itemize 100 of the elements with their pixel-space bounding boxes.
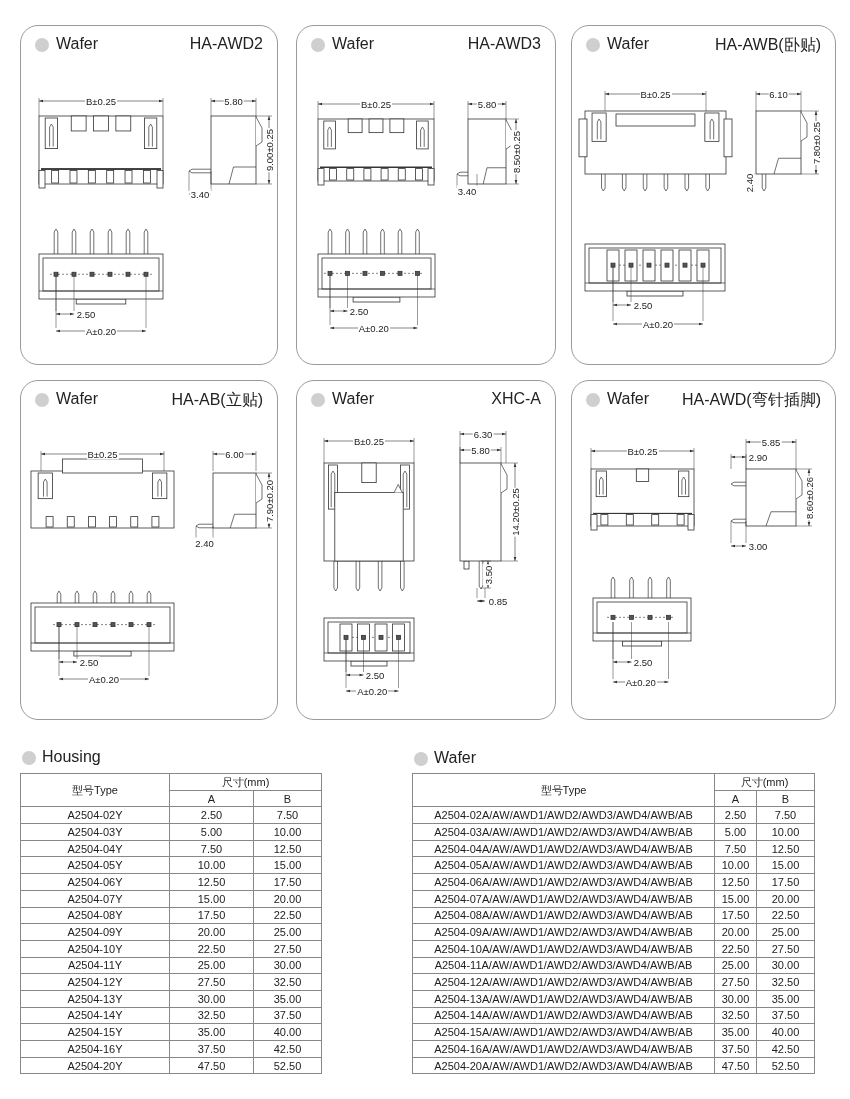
dimension-value: 40.00 (253, 1023, 322, 1041)
dimension-value: 10.00 (253, 823, 322, 841)
dimension-value: 42.50 (253, 1040, 322, 1058)
column-header: B (756, 790, 815, 807)
column-header: 尺寸(mm) (169, 773, 322, 791)
column-header: A (169, 790, 254, 807)
dimension-value: 20.00 (253, 890, 322, 907)
dimension-value: 25.00 (714, 957, 757, 974)
dimension-value: 27.50 (756, 940, 815, 958)
dimension-value: 12.50 (253, 840, 322, 857)
dimension-value: 37.50 (714, 1040, 757, 1058)
series-label: Wafer (607, 390, 650, 408)
dimension-value: 7.50 (253, 806, 322, 824)
dimension-value: 25.00 (756, 923, 815, 941)
dimension-value: 20.00 (169, 923, 254, 941)
model-number: A2504-15Y (20, 1023, 170, 1041)
model-number: A2504-06Y (20, 873, 170, 891)
model-number: A2504-03Y (20, 823, 170, 841)
dimension-value: 20.00 (756, 890, 815, 907)
dimension-value: 42.50 (756, 1040, 815, 1058)
dimension-value: 30.00 (756, 957, 815, 974)
model-number: A2504-05Y (20, 856, 170, 874)
model-number: A2504-14Y (20, 1007, 170, 1024)
dimension-value: 22.50 (756, 907, 815, 924)
model-number: A2504-12Y (20, 973, 170, 991)
series-label: Wafer (56, 35, 99, 53)
drawing-panel (20, 380, 278, 720)
dimension-value: 20.00 (714, 923, 757, 941)
model-number: A2504-07Y (20, 890, 170, 907)
dimension-value: 5.00 (169, 823, 254, 841)
dimension-value: 35.00 (756, 990, 815, 1008)
dimension-value: 52.50 (756, 1057, 815, 1074)
drawing-panel (296, 25, 556, 365)
dimension-value: 10.00 (714, 856, 757, 874)
dimension-value: 35.00 (253, 990, 322, 1008)
section-heading: Housing (42, 748, 101, 766)
dimension-value: 12.50 (714, 873, 757, 891)
model-name: HA-AWD3 (467, 35, 541, 53)
dimension-value: 17.50 (714, 907, 757, 924)
model-name: HA-AWD(弯针插脚) (682, 390, 821, 410)
dimension-label: 2.40 (194, 537, 215, 549)
column-header: B (253, 790, 322, 807)
dimension-value: 27.50 (253, 940, 322, 958)
model-number: A2504-15A/AW/AWD1/AWD2/AWD3/AWD4/AWB/AB (412, 1023, 715, 1041)
model-number: A2504-09A/AW/AWD1/AWD2/AWD3/AWD4/AWB/AB (412, 923, 715, 941)
dimension-value: 47.50 (714, 1057, 757, 1074)
dimension-value: 10.00 (756, 823, 815, 841)
dimension-value: 17.50 (756, 873, 815, 891)
dimension-label: 2.40 (743, 172, 755, 193)
column-header: A (714, 790, 757, 807)
dimension-value: 32.50 (169, 1007, 254, 1024)
dimension-value: 7.50 (169, 840, 254, 857)
dimension-value: 30.00 (714, 990, 757, 1008)
dimension-value: 17.50 (253, 873, 322, 891)
model-number: A2504-20Y (20, 1057, 170, 1074)
series-label: Wafer (332, 35, 375, 53)
model-name: XHC-A (491, 390, 541, 408)
model-number: A2504-08A/AW/AWD1/AWD2/AWD3/AWD4/AWB/AB (412, 907, 715, 924)
dimension-value: 12.50 (756, 840, 815, 857)
model-number: A2504-02Y (20, 806, 170, 824)
column-header: 型号Type (412, 773, 715, 807)
drawing-panel (296, 380, 556, 720)
dimension-value: 47.50 (169, 1057, 254, 1074)
dimension-value: 30.00 (253, 957, 322, 974)
dimension-value: 12.50 (169, 873, 254, 891)
dimension-value: 32.50 (253, 973, 322, 991)
section-heading: Wafer (434, 749, 477, 767)
drawing-panel (571, 25, 836, 365)
model-name: HA-AWD2 (189, 35, 263, 53)
dimension-value: 40.00 (756, 1023, 815, 1041)
dimension-value: 32.50 (756, 973, 815, 991)
model-number: A2504-20A/AW/AWD1/AWD2/AWD3/AWD4/AWB/AB (412, 1057, 715, 1074)
dimension-label: 3.50 (482, 564, 494, 585)
model-number: A2504-14A/AW/AWD1/AWD2/AWD3/AWD4/AWB/AB (412, 1007, 715, 1024)
dimension-value: 32.50 (714, 1007, 757, 1024)
model-number: A2504-13Y (20, 990, 170, 1008)
dimension-value: 37.50 (169, 1040, 254, 1058)
dimension-value: 22.50 (169, 940, 254, 958)
model-number: A2504-16A/AW/AWD1/AWD2/AWD3/AWD4/AWB/AB (412, 1040, 715, 1058)
dimension-value: 30.00 (169, 990, 254, 1008)
dimension-value: 2.50 (169, 806, 254, 824)
series-label: Wafer (607, 35, 650, 53)
model-number: A2504-11Y (20, 957, 170, 974)
model-number: A2504-02A/AW/AWD1/AWD2/AWD3/AWD4/AWB/AB (412, 806, 715, 824)
dimension-value: 25.00 (253, 923, 322, 941)
dimension-value: 27.50 (714, 973, 757, 991)
dimension-value: 52.50 (253, 1057, 322, 1074)
dimension-label: 3.40 (456, 185, 478, 197)
dimension-value: 5.00 (714, 823, 757, 841)
model-number: A2504-04Y (20, 840, 170, 857)
model-number: A2504-05A/AW/AWD1/AWD2/AWD3/AWD4/AWB/AB (412, 856, 715, 874)
model-number: A2504-12A/AW/AWD1/AWD2/AWD3/AWD4/AWB/AB (412, 973, 715, 991)
model-name: HA-AB(立贴) (171, 390, 263, 410)
model-number: A2504-10A/AW/AWD1/AWD2/AWD3/AWD4/AWB/AB (412, 940, 715, 958)
model-number: A2504-10Y (20, 940, 170, 958)
dimension-value: 15.00 (169, 890, 254, 907)
series-label: Wafer (56, 390, 99, 408)
dimension-value: 37.50 (756, 1007, 815, 1024)
dimension-value: 7.50 (756, 806, 815, 824)
dimension-value: 35.00 (714, 1023, 757, 1041)
